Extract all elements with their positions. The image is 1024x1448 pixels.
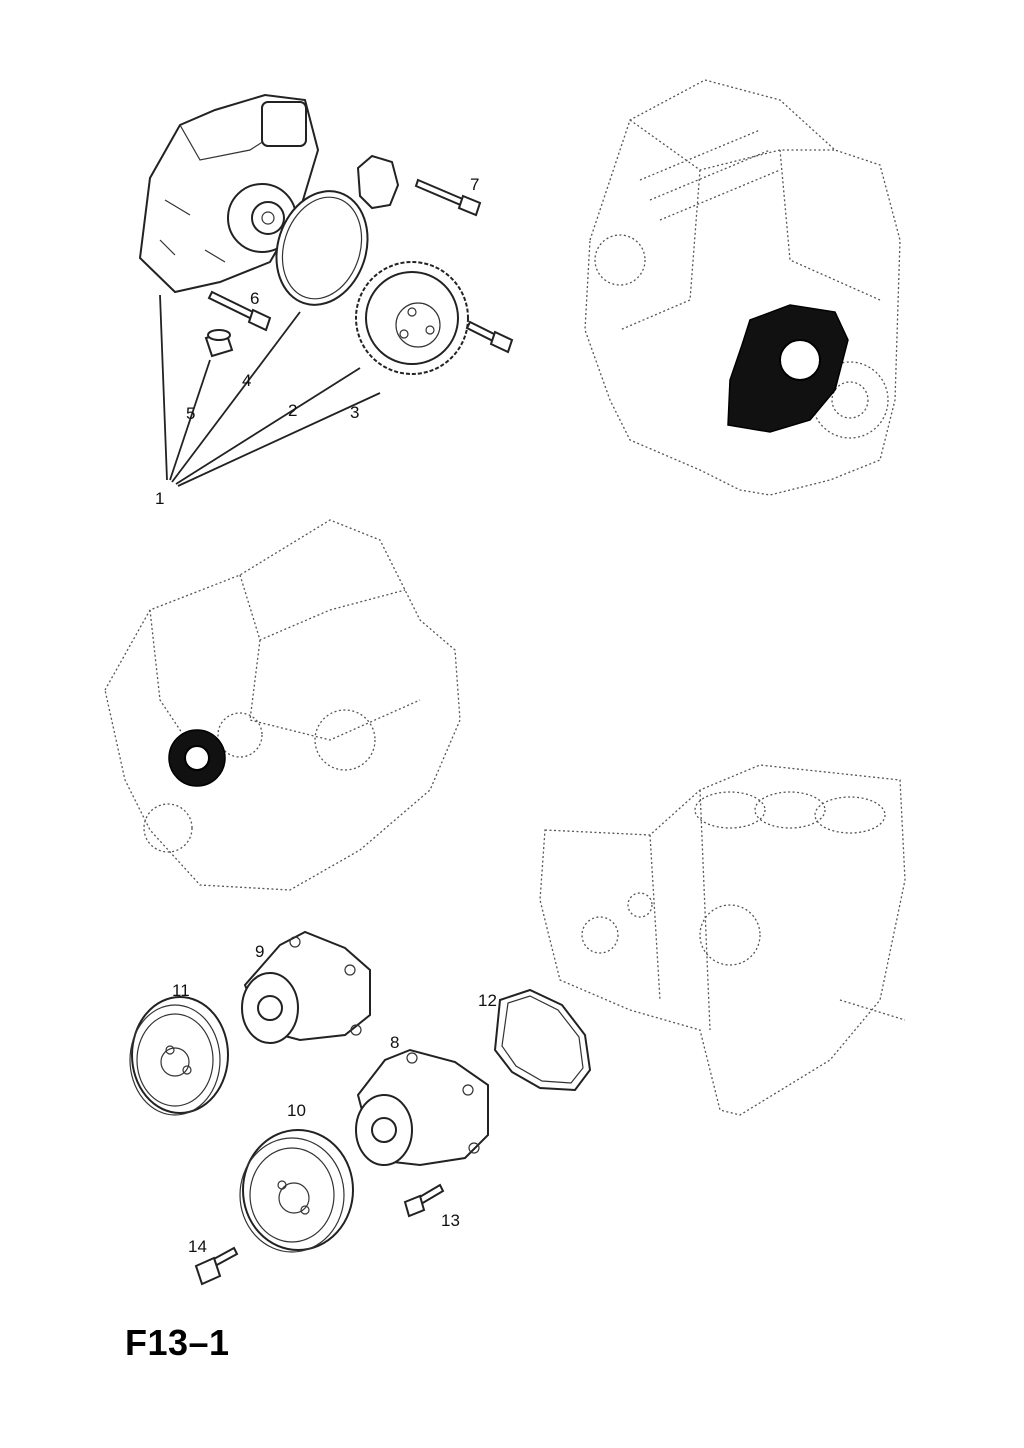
leader-lines-group-1 — [159, 294, 381, 487]
callout-2: 2 — [288, 401, 298, 420]
pulley-10 — [239, 1129, 354, 1253]
figure-code: F13–1 — [125, 1322, 230, 1363]
pulley-11 — [129, 996, 229, 1116]
drive-gear-2 — [355, 261, 469, 375]
bolt-13 — [403, 1183, 445, 1218]
engine-block-illustration — [539, 764, 906, 1116]
callout-5: 5 — [186, 404, 196, 423]
water-pump-8 — [355, 1048, 489, 1167]
callout-10: 10 — [287, 1101, 306, 1120]
callout-8: 8 — [390, 1033, 400, 1052]
callout-7: 7 — [470, 175, 480, 194]
callout-6: 6 — [250, 289, 260, 308]
callout-12: 12 — [478, 991, 497, 1010]
bolt-14 — [194, 1246, 239, 1286]
engine-illustration-top-right — [584, 79, 901, 496]
callout-13: 13 — [441, 1211, 460, 1230]
engine-illustration-middle — [104, 519, 461, 891]
sealing-ring-4 — [275, 190, 369, 306]
callout-9: 9 — [255, 942, 265, 961]
callout-11: 11 — [172, 981, 190, 1000]
callout-4: 4 — [242, 371, 252, 390]
callout-14: 14 — [188, 1237, 207, 1256]
bolt-6 — [207, 290, 272, 332]
seal-gasket-top — [356, 154, 400, 210]
bolt-3 — [465, 320, 514, 354]
water-pump-9 — [241, 930, 371, 1044]
plug-5 — [204, 329, 234, 358]
bolt-7 — [414, 178, 482, 217]
callout-1: 1 — [155, 489, 165, 508]
gasket-12 — [493, 988, 592, 1092]
callout-3: 3 — [350, 403, 360, 422]
